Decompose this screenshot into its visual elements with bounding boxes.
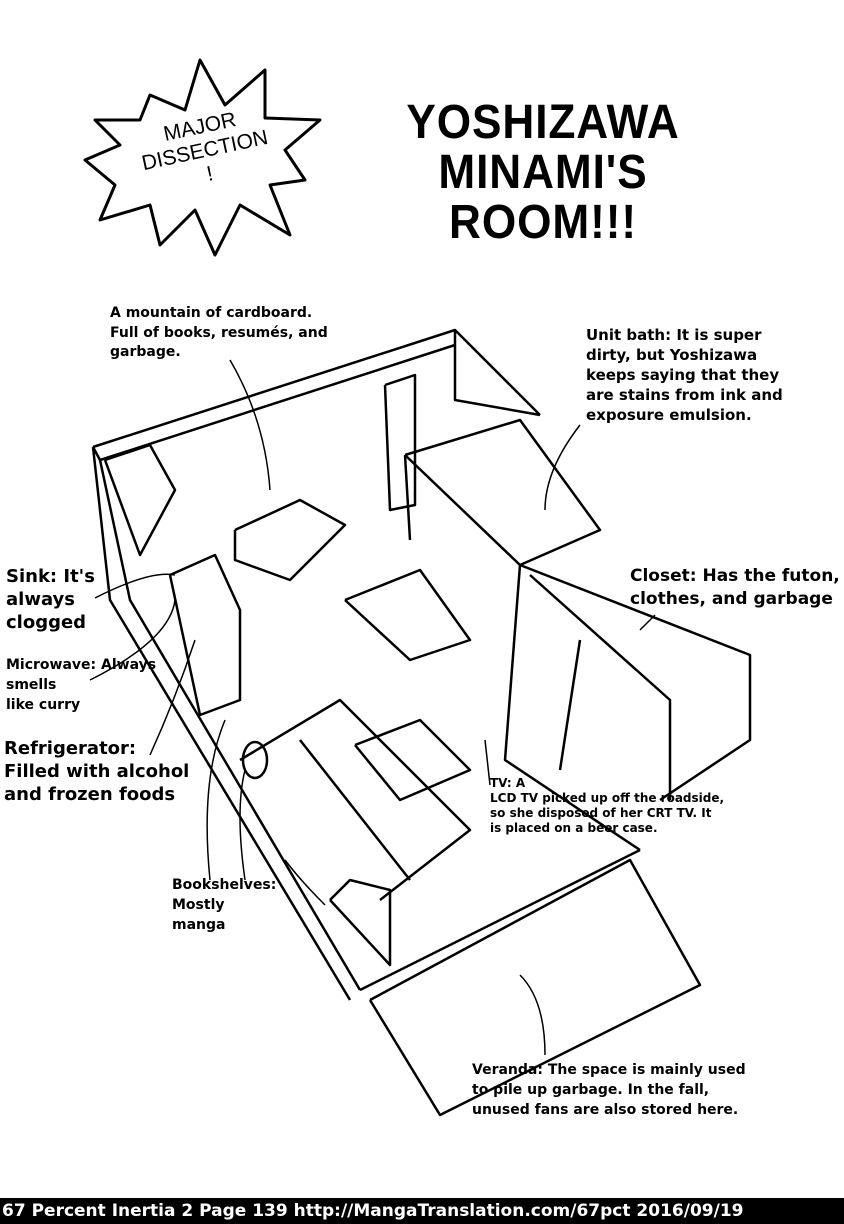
- label-line: manga: [172, 917, 226, 933]
- label-line: Mostly: [172, 897, 225, 913]
- label-line: LCD TV picked up off the roadside,: [490, 791, 725, 805]
- label-bookshelves: Bookshelves: Mostly manga: [172, 875, 276, 935]
- label-line: clothes, and garbage: [630, 589, 833, 609]
- label-line: keeps saying that they: [586, 366, 780, 384]
- label-veranda: Veranda: The space is mainly used to pil…: [472, 1060, 746, 1120]
- label-line: Unit bath: It is super: [586, 326, 762, 344]
- title-line: MINAMI'S: [438, 146, 648, 199]
- label-line: always: [6, 589, 75, 610]
- label-line: unused fans are also stored here.: [472, 1102, 739, 1118]
- label-line: so she disposed of her CRT TV. It: [490, 806, 712, 820]
- label-sink: Sink: It's always clogged: [6, 565, 95, 634]
- label-line: dirty, but Yoshizawa: [586, 346, 758, 364]
- page-title: YOSHIZAWA MINAMI'S ROOM!!!: [405, 98, 681, 248]
- room-walls: [91, 328, 752, 1117]
- label-line: exposure emulsion.: [586, 406, 752, 424]
- label-line: Filled with alcohol: [4, 761, 190, 782]
- label-line: Microwave: Always: [6, 657, 157, 673]
- label-line: is placed on a beer case.: [490, 821, 658, 835]
- title-line: ROOM!!!: [449, 196, 637, 249]
- leader-lines: [89, 359, 656, 1056]
- label-line: and frozen foods: [4, 784, 176, 805]
- label-closet: Closet: Has the futon, clothes, and garb…: [630, 565, 840, 611]
- label-microwave: Microwave: Always smells like curry: [6, 655, 156, 715]
- label-line: Refrigerator:: [4, 738, 137, 759]
- label-cardboard: A mountain of cardboard. Full of books, …: [110, 304, 328, 363]
- label-line: garbage.: [110, 344, 181, 361]
- label-line: smells: [6, 677, 57, 693]
- label-line: Sink: It's: [6, 566, 95, 587]
- label-line: to pile up garbage. In the fall,: [472, 1082, 710, 1098]
- label-line: TV: A: [490, 776, 526, 790]
- title-line: YOSHIZAWA: [406, 96, 680, 149]
- label-line: Veranda: The space is mainly used: [472, 1062, 746, 1078]
- label-unit-bath: Unit bath: It is super dirty, but Yoshiz…: [586, 325, 783, 425]
- label-line: A mountain of cardboard.: [110, 305, 313, 321]
- label-refrigerator: Refrigerator: Filled with alcohol and fr…: [4, 737, 189, 806]
- credit-footer: 67 Percent Inertia 2 Page 139 http://Man…: [0, 1198, 844, 1224]
- label-line: Closet: Has the futon,: [630, 566, 840, 586]
- label-line: are stains from ink and: [586, 386, 783, 404]
- label-line: clogged: [6, 612, 87, 633]
- label-line: Full of books, resumés, and: [110, 324, 328, 341]
- label-line: like curry: [6, 697, 81, 713]
- starburst: [83, 58, 322, 257]
- label-line: Bookshelves:: [172, 877, 277, 893]
- label-tv: TV: A LCD TV picked up off the roadside,…: [490, 776, 724, 836]
